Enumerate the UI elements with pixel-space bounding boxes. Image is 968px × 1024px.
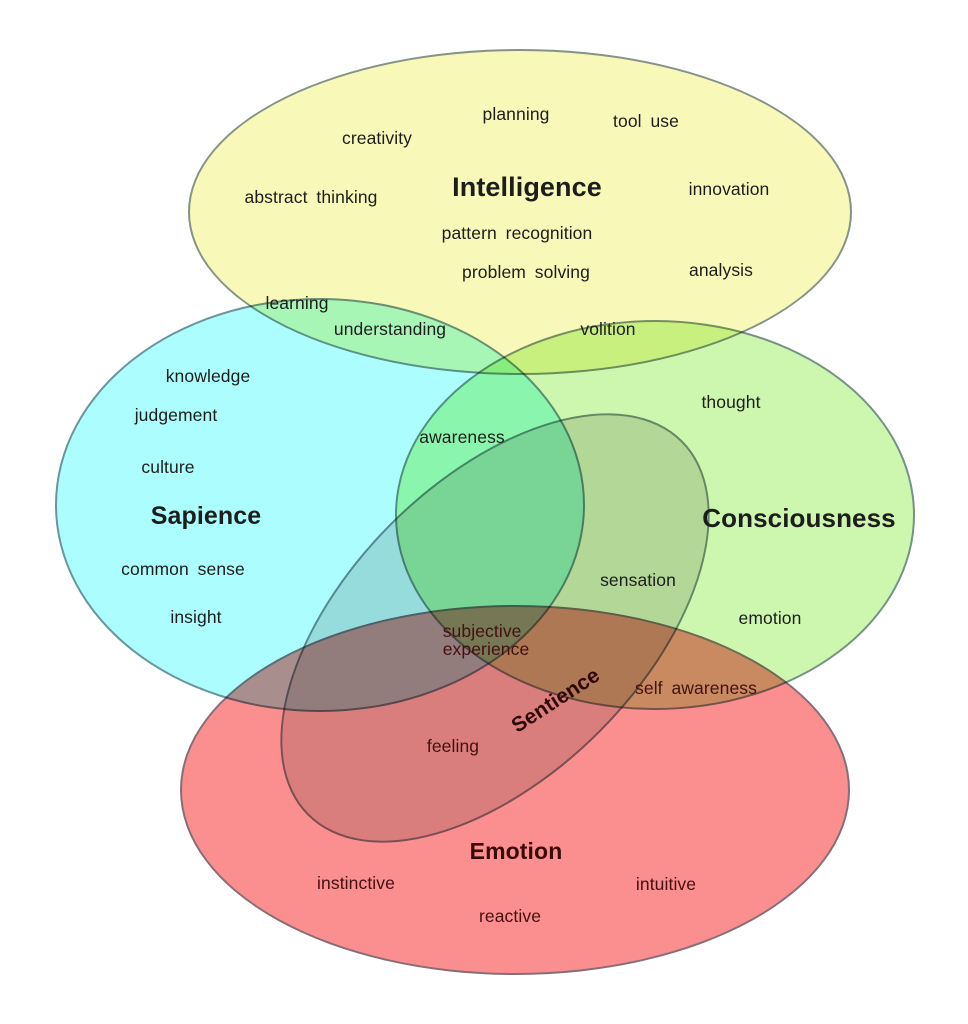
label-insight: insight (170, 607, 222, 627)
label-intuitive: intuitive (635, 874, 697, 894)
label-abstract-thinking: abstract thinking (244, 187, 378, 207)
label-thought: thought (701, 392, 761, 412)
label-emotion-item: emotion (738, 608, 802, 628)
label-sensation: sensation (600, 570, 676, 590)
label-culture: culture (141, 457, 195, 477)
label-instinctive: instinctive (317, 873, 395, 893)
label-innovation: innovation (688, 179, 770, 199)
label-tool-use: tool use (613, 111, 679, 131)
label-subjective-experience: subjective experience (442, 621, 530, 659)
label-problem-solving: problem solving (462, 262, 590, 282)
label-volition: volition (580, 319, 636, 339)
label-feeling: feeling (426, 736, 480, 756)
label-common-sense: common sense (121, 559, 245, 579)
label-self-awareness: self awareness (635, 678, 757, 698)
label-learning: learning (265, 293, 329, 313)
label-understanding: understanding (333, 319, 447, 339)
label-pattern-recognition: pattern recognition (441, 223, 593, 243)
set-title-sapience: Sapience (150, 502, 262, 530)
set-title-emotion: Emotion (469, 838, 563, 864)
label-judgement: judgement (134, 405, 218, 425)
label-reactive: reactive (478, 906, 542, 926)
set-title-intelligence: Intelligence (452, 172, 602, 202)
label-creativity: creativity (341, 128, 413, 148)
label-awareness: awareness (419, 427, 505, 447)
label-analysis: analysis (688, 260, 754, 280)
set-title-consciousness: Consciousness (702, 503, 896, 533)
label-planning: planning (482, 104, 550, 124)
label-knowledge: knowledge (165, 366, 251, 386)
